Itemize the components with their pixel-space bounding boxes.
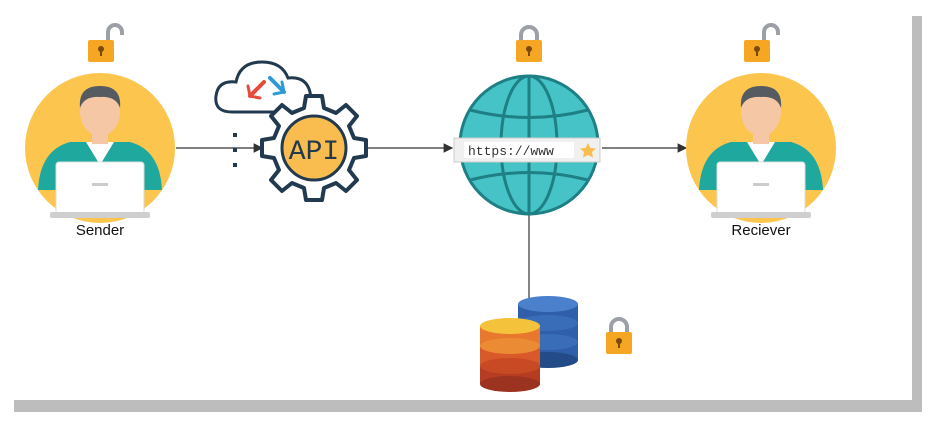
padlock-open-icon: [744, 23, 780, 62]
star-icon: [580, 143, 596, 158]
api-label: API: [289, 137, 339, 168]
user-laptop-icon: [25, 73, 175, 223]
receiver-label: Reciever: [731, 222, 791, 239]
user-laptop-icon: [686, 73, 836, 223]
cloud-sync-icon: [214, 60, 313, 114]
database-icon: [480, 296, 578, 392]
url-text: https://www: [468, 144, 554, 159]
padlock-closed-icon: [516, 25, 542, 62]
padlock-open-icon: [88, 23, 124, 62]
ellipsis-dots: [233, 133, 237, 167]
api-gear-icon: API: [260, 94, 368, 202]
sender-label: Sender: [75, 222, 125, 239]
padlock-closed-icon: [606, 317, 632, 354]
url-bar: https://www: [453, 137, 601, 163]
